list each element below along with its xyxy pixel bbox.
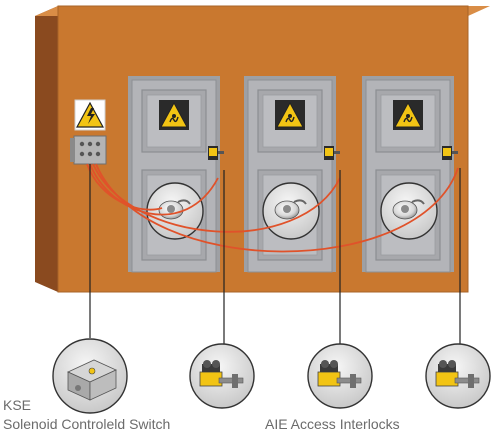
interlock-details [189,343,491,409]
electrical-hazard-warning-icon [393,100,423,130]
doors [128,76,458,273]
interlock-unit [208,146,224,160]
interlock-unit [324,146,340,160]
kse-box [73,135,107,165]
wiring [86,163,459,253]
door [244,76,340,273]
wire-kse-loop [86,163,163,211]
interlock-detail-bubble [307,343,373,409]
high-voltage-warning-icon [74,99,106,131]
door-handle-detail [146,182,204,240]
electrical-hazard-warning-icon [159,100,189,130]
electrical-hazard-warning-icon [275,100,305,130]
kse-wall-unit [70,99,107,165]
door-handle-detail [380,182,438,240]
kse-description: Solenoid Controleld Switch [3,416,171,432]
kse-label: KSE [3,397,32,413]
wall-side [35,6,58,292]
interlock-detail-bubble [189,343,255,409]
interlock-detail-bubble [425,343,491,409]
door [362,76,458,273]
interlock-unit [442,146,458,160]
wire-to-door-1 [89,163,219,216]
interlocks-caption: AIE Access Interlocks [265,416,400,432]
kse-detail-bubble [52,338,128,414]
door [128,76,224,273]
callout-lines [89,164,461,345]
